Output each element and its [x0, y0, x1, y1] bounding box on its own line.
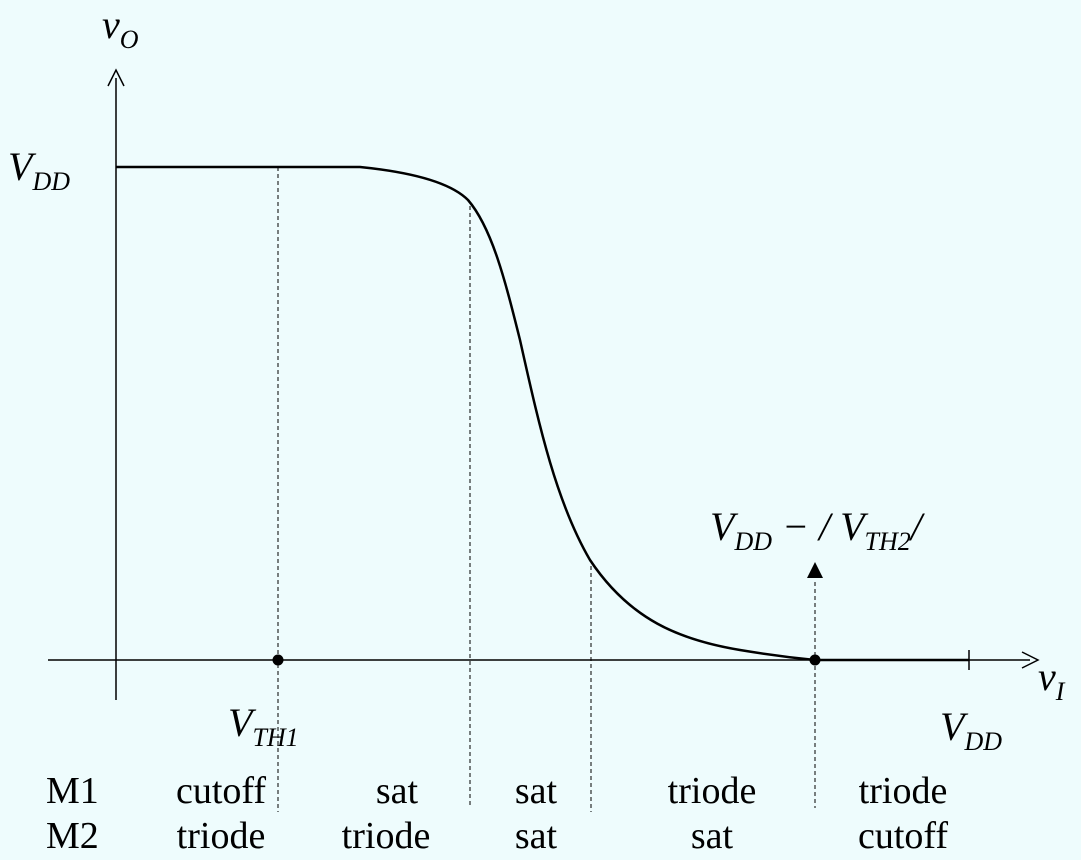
vdd-x-label-main: V: [940, 704, 969, 749]
vdd-minus-vth2-sub2: TH2: [865, 527, 911, 556]
m2-region-1: triode: [177, 815, 266, 855]
vdd-x-label: VDD: [940, 704, 1002, 756]
y-axis-label-main: v: [102, 2, 120, 47]
m1-region-4: triode: [668, 770, 757, 812]
m2-region-4: sat: [691, 815, 734, 855]
m2-region-3: sat: [515, 815, 558, 855]
x-axis-label-main: v: [1038, 654, 1056, 699]
vdd-minus-vth2-arrowhead: [807, 562, 823, 578]
x-axis-label: vI: [1038, 654, 1066, 706]
vdd-y-label: VDD: [8, 144, 70, 196]
vdd-minus-vth2-point: [809, 654, 821, 666]
m1-region-3: sat: [515, 770, 558, 812]
y-axis-label: vO: [102, 2, 139, 54]
vdd-minus-vth2-end: /: [909, 504, 926, 549]
m1-region-1: cutoff: [176, 770, 266, 812]
y-axis-arrowhead: [107, 68, 125, 87]
vdd-minus-vth2-sub: DD: [733, 527, 772, 556]
y-axis-label-sub: O: [120, 25, 139, 54]
vdd-minus-vth2-main: V: [710, 504, 739, 549]
m2-row-label: M2: [46, 815, 99, 855]
vth1-label-main: V: [228, 700, 257, 745]
m2-region-5: cutoff: [858, 815, 948, 855]
transfer-curve: [116, 165, 969, 662]
vdd-minus-vth2-middle: − / V: [772, 504, 869, 549]
vth1-label-sub: TH1: [252, 723, 298, 752]
m1-region-5: triode: [859, 770, 948, 812]
m1-region-2: sat: [376, 770, 419, 812]
vdd-y-label-sub: DD: [31, 167, 70, 196]
vth1-point: [272, 654, 284, 666]
m1-row-label: M1: [46, 770, 99, 812]
vdd-x-label-sub: DD: [963, 727, 1002, 756]
x-axis-arrowhead: [1021, 651, 1040, 669]
vth1-label: VTH1: [228, 700, 299, 752]
vdd-minus-vth2-label: VDD − / VTH2/: [710, 504, 926, 556]
x-axis-label-sub: I: [1055, 677, 1066, 706]
vdd-y-label-main: V: [8, 144, 37, 189]
m2-region-2: triode: [342, 815, 431, 855]
